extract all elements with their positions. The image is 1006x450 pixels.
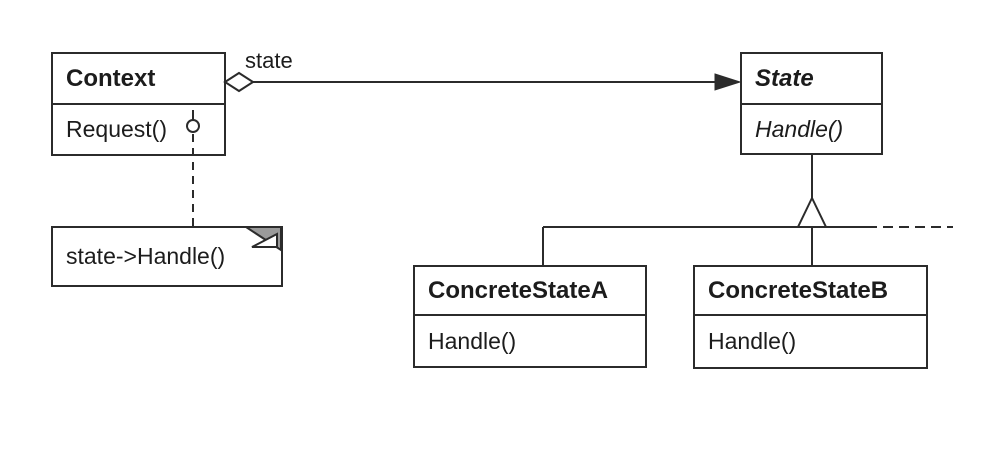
class-context-title: Context [53, 54, 224, 105]
note-box: state->Handle() [51, 226, 283, 287]
class-box-state: State Handle() [740, 52, 883, 155]
class-box-concrete-state-b: ConcreteStateB Handle() [693, 265, 928, 369]
class-concrete-state-b-title: ConcreteStateB [695, 267, 926, 316]
class-box-context: Context Request() [51, 52, 226, 156]
association-label: state [245, 48, 293, 73]
arrowhead-icon [714, 73, 742, 91]
class-concrete-state-a-method: Handle() [428, 327, 517, 354]
class-state-method: Handle() [755, 115, 844, 142]
class-box-concrete-state-a: ConcreteStateA Handle() [413, 265, 647, 368]
note-text: state->Handle() [66, 243, 226, 269]
class-concrete-state-a-title: ConcreteStateA [415, 267, 645, 316]
inheritance-triangle-icon [796, 195, 828, 228]
class-state-title: State [742, 54, 881, 105]
class-concrete-state-b-method: Handle() [708, 328, 797, 354]
aggregation-diamond-icon [223, 71, 255, 93]
class-context-method: Request() [66, 116, 167, 142]
